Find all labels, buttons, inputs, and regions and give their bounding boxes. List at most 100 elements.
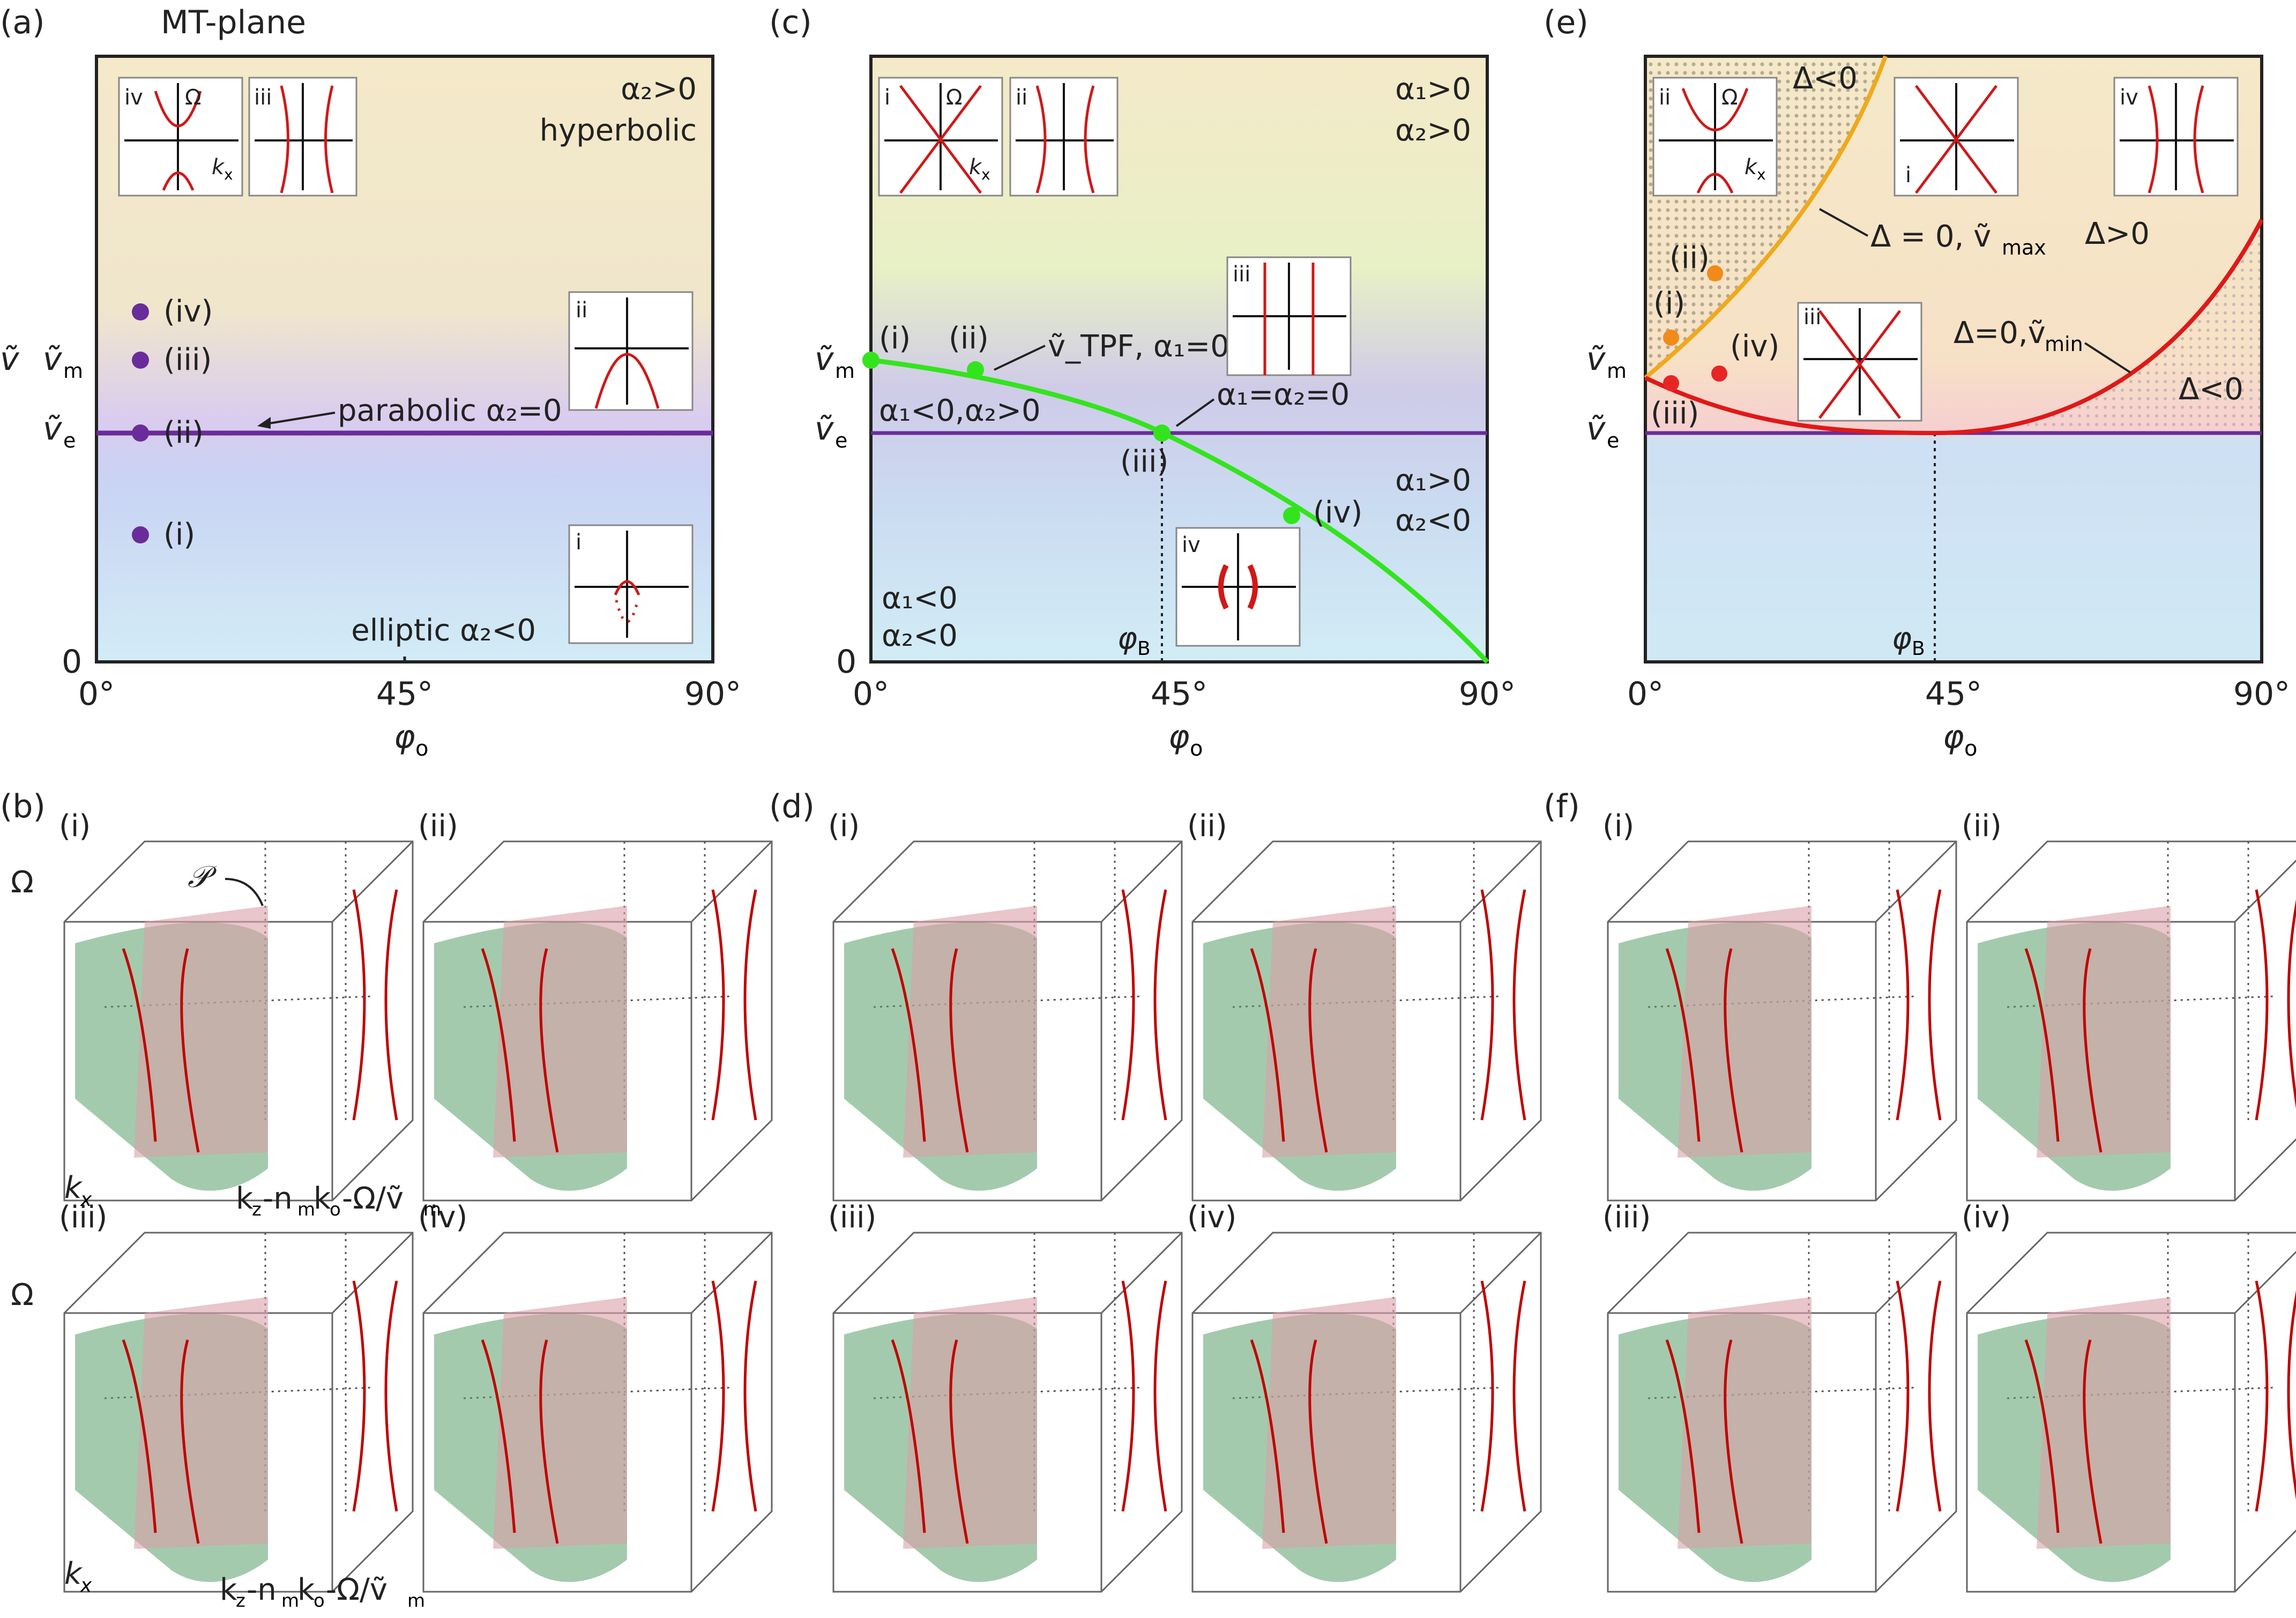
panel-d-letter: (d) [769,788,815,825]
parabolic-label: parabolic α₂=0 [338,393,562,428]
surface-plot-label: (iii) [828,1200,876,1235]
inset-kx: k [212,155,225,180]
parabolic-arrow-head [257,417,271,429]
surface-plot-label: (iv) [1962,1200,2011,1235]
x-label-a: φ [394,718,415,756]
phiB-c: φ [1117,621,1137,656]
kz-label-bottom-tail: -Ω/ṽ [326,1572,387,1607]
parabolic-arrow [262,412,336,426]
panel-e: (e) (ii) (i) (iv) (iii) Δ<0 Δ<0 Δ>0 Δ = … [1544,4,2290,761]
inset-omega: Ω [185,85,202,110]
delta-min-label: Δ=0,ṽ [1954,316,2046,351]
inset-c-ii: ii [1009,77,1119,197]
delta-pos-label: Δ>0 [2085,217,2150,251]
inset-c-iv-label: iv [1182,533,1201,557]
panel-c-letter: (c) [769,4,812,41]
surface-plot: (ii) [418,809,773,1202]
point-e-i [1663,330,1679,346]
y-tick-m-a: ṽ [43,340,63,378]
kz-label-bottom-n: -n [247,1572,277,1607]
y-tick-0-c: 0 [836,643,856,681]
x-label-sub-a: o [415,736,428,761]
inset-a-i: i [568,524,694,644]
surface-plot: (i) [59,809,414,1202]
kz-label-bottom-k2: k [297,1572,315,1607]
surface-plot-label: (i) [828,809,860,844]
surface-plot-label: (i) [59,809,91,844]
phiB-c-sub: B [1137,638,1151,660]
surface-plot: (i) [828,809,1183,1202]
y-tick-e-c: ṽ [815,410,834,448]
kz-label-top-tail: -Ω/ṽ [342,1181,404,1216]
kz-label-top-k: k [236,1181,254,1216]
delta-min-arrow [2084,342,2131,374]
x-tick-90-a: 90° [684,675,741,713]
kz-label-top-m: m [297,1199,315,1220]
surface-plot-label: (ii) [418,809,458,844]
inset-e-iii-label: iii [1803,305,1821,330]
surface-plot-label: (ii) [1187,809,1227,844]
inset-c-i-label: i [884,85,890,110]
point-e-ii-label: (ii) [1669,241,1710,275]
surface-plot-label: (iii) [1602,1200,1651,1235]
surface-plot: (iii) [828,1200,1183,1593]
x-tick-45-a: 45° [376,675,433,713]
kz-label-bottom-o: o [314,1590,325,1612]
point-e-iii [1663,375,1679,391]
y-tick-e-sub-c: e [835,429,847,452]
y-tick-m-e: ṽ [1586,340,1606,378]
inset-c-i: i Ω k x [878,77,1003,197]
delta-neg-label-top: Δ<0 [1793,61,1858,96]
y-tick-m-c: ṽ [815,340,834,378]
x-label-c: φ [1168,718,1190,756]
panel-f-letter: (f) [1544,788,1580,825]
inset-e-iii: iii [1797,302,1922,422]
inset-e-ii: ii Ω k x [1652,77,1778,197]
inset-c-kx-sub: x [981,166,990,183]
x-tick-0-a: 0° [78,675,115,713]
tpf-curve [870,357,1489,664]
kx-label-top-sub: x [80,1189,92,1211]
panel-c: (c) (i) (ii) (iii) (iv) ṽ_TPF, α₁=0 α₁=α… [769,4,1516,761]
surface-plot: (iii) [1602,1200,1957,1593]
point-c-iv [1283,507,1300,524]
inset-c-iii: iii [1226,256,1352,376]
inset-c-iii-label: iii [1233,262,1250,287]
surface-plot: (iv) [1962,1200,2296,1593]
region-hyperbolic: hyperbolic [540,113,697,148]
x-tick-0-e: 0° [1627,675,1664,713]
inset-a-ii: ii [568,291,694,411]
inset-c-omega: Ω [946,85,963,110]
point-e-iv-label: (iv) [1730,329,1779,364]
phiB-e: φ [1892,621,1912,656]
surface-plot: (i) [1602,809,1957,1202]
kz-label-top-n: -n [263,1181,293,1216]
region-c-bl-1: α₁<0 [882,581,958,616]
surface-plot-label: (iv) [1187,1200,1236,1235]
panel-b-letter: (b) [0,788,46,825]
point-a-ii [132,424,149,442]
surface-plot-label: (i) [1602,809,1634,844]
region-c-tr-2: α₂>0 [1395,113,1471,148]
inset-a-iv: iv Ω k x [118,77,243,197]
plane-P-label: 𝒫 [188,860,217,894]
inset-a-iv-label: iv [124,85,143,110]
inset-e-iv-label: iv [2120,85,2138,110]
point-a-ii-label: (ii) [163,415,204,450]
surface-plot-label: (iii) [59,1200,107,1235]
y-tick-e-e: ṽ [1586,410,1606,448]
y-tick-e-sub-e: e [1607,429,1619,452]
kx-label-bottom: k x [64,1556,92,1597]
y-tick-0-a: 0 [62,643,82,681]
surface-plots: (i) (ii) (i) (ii) (i) (ii) (iii) (iv) (iii) (iv) (… [59,809,2296,1593]
point-c-ii [967,361,984,378]
surface-plot: (ii) [1187,809,1542,1202]
alpha-both-zero-label: α₁=α₂=0 [1217,377,1350,412]
inset-e-kx: k [1745,155,1758,180]
surface-plot-label: (ii) [1962,809,2002,844]
point-a-iii [132,352,149,369]
point-e-iii-label: (iii) [1651,396,1699,431]
inset-e-i: i [1894,77,2019,197]
inset-kx-sub: x [224,166,233,183]
